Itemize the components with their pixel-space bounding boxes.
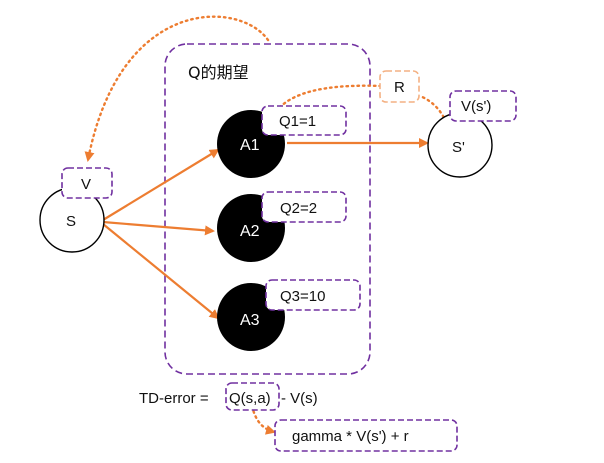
td-error-suffix: - V(s) xyxy=(281,390,318,407)
reward-label: R xyxy=(394,79,405,96)
value-v-box xyxy=(61,167,113,199)
dotted-arrow-to-v xyxy=(84,15,270,162)
reward-box xyxy=(379,70,420,103)
action-a1-label: A1 xyxy=(240,137,260,154)
dotted-arrow-qsa-to-target xyxy=(250,404,276,435)
arrow-s-to-a2 xyxy=(102,220,215,236)
value-v-label: V xyxy=(81,176,91,193)
group-title: Q的期望 xyxy=(188,63,249,82)
q2-label: Q2=2 xyxy=(280,200,317,217)
q2-box xyxy=(261,191,347,223)
value-s-prime-label: V(s') xyxy=(461,98,491,115)
value-s-prime-box xyxy=(449,90,517,122)
q-expectation-group-box xyxy=(164,43,371,375)
q1-box xyxy=(261,105,347,136)
state-s-label: S xyxy=(66,213,76,230)
q3-box xyxy=(265,279,361,311)
td-error-prefix: TD-error = xyxy=(139,390,209,407)
arrow-s-to-a1 xyxy=(102,148,220,221)
action-a2-label: A2 xyxy=(240,223,260,240)
td-target-box xyxy=(274,419,458,452)
dotted-arrow-s-prime-to-r xyxy=(418,94,448,124)
q1-label: Q1=1 xyxy=(279,113,316,130)
arrow-s-to-a3 xyxy=(102,223,220,320)
q3-label: Q3=10 xyxy=(280,288,325,305)
q-sa-label: Q(s,a) xyxy=(229,390,271,407)
q-sa-box xyxy=(225,382,280,411)
td-target-label: gamma * V(s') + r xyxy=(292,428,409,445)
state-s-prime-label: S' xyxy=(452,139,465,156)
action-a3-label: A3 xyxy=(240,312,260,329)
